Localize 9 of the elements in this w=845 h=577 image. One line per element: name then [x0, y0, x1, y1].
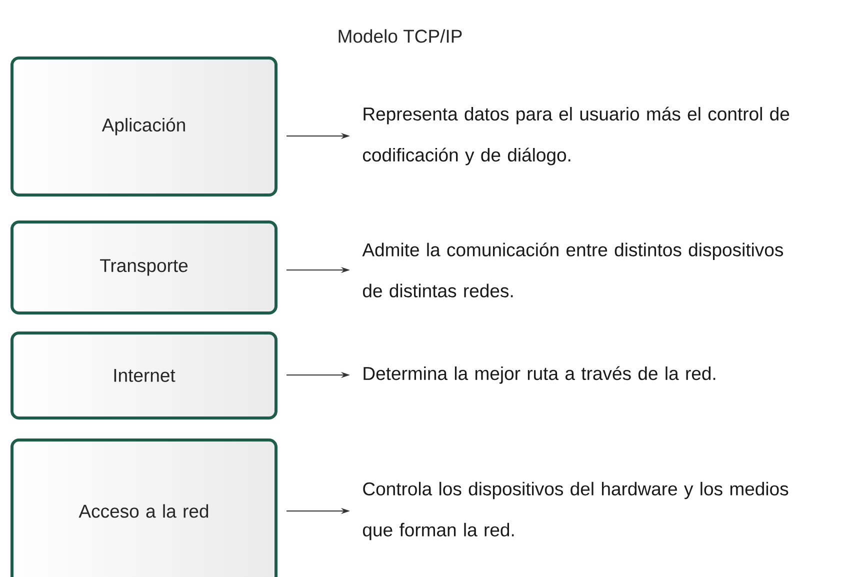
description-text: Determina la mejor ruta a través de la red. — [364, 366, 716, 384]
description-text: Representa datos para el usuario más el control de codificación y de diálogo. — [362, 106, 790, 166]
layer-box: Acceso a la red — [10, 438, 278, 577]
layer-box: Internet — [10, 331, 278, 420]
layer-box: Transporte — [10, 220, 278, 314]
description-text: Admite la comunicación entre distintos dispositivos de distintas redes. — [362, 242, 784, 298]
description-text: Controla los dispositivos del hardware y los medios que forman la red. — [362, 482, 788, 540]
layer-box: Aplicación — [10, 56, 278, 196]
title: Modelo TCP/IP — [338, 29, 462, 43]
